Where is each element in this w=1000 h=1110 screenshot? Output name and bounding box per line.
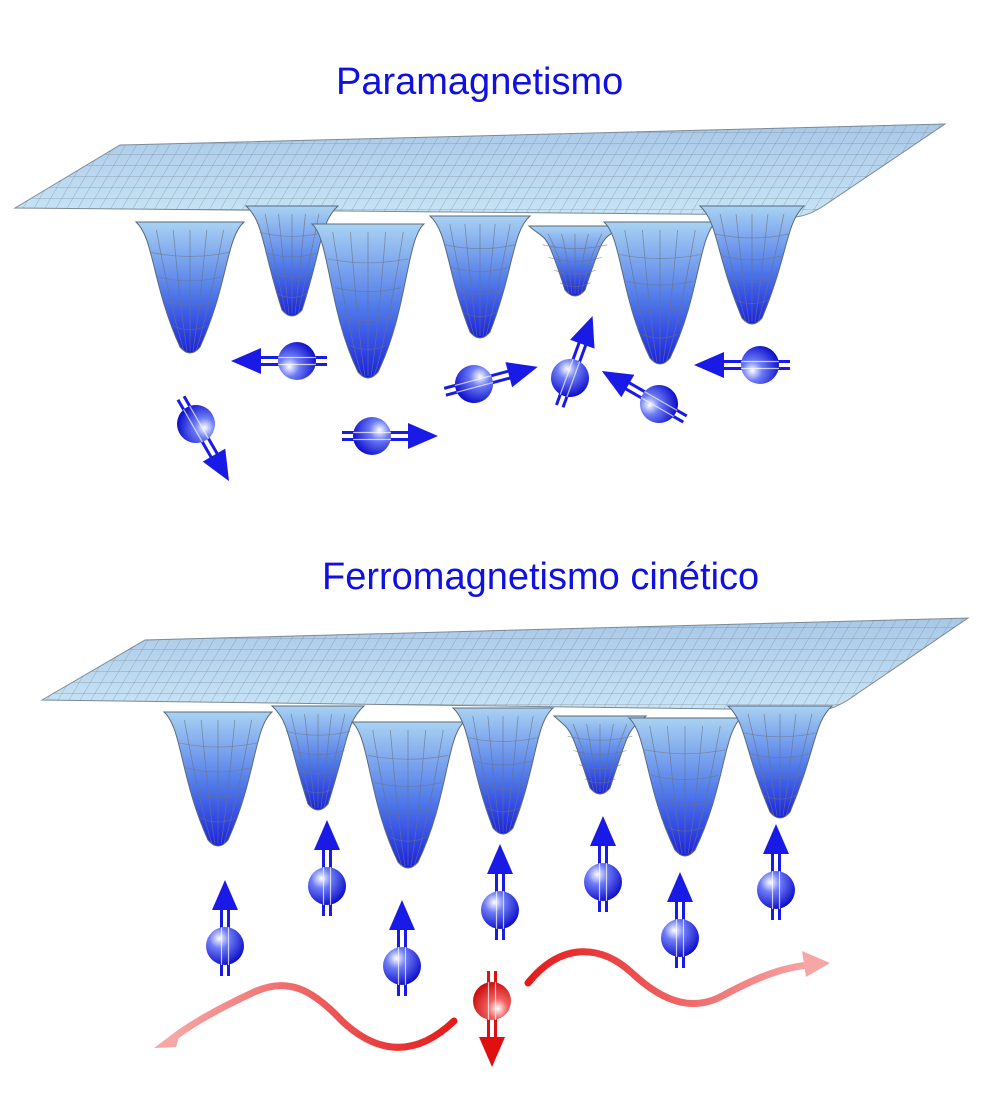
potential-well-3 [310,223,426,379]
potential-well-4 [428,215,532,339]
potential-well-7 [698,205,806,325]
spin-6 [601,371,688,424]
potential-well-5 [552,715,648,795]
potential-well-3 [350,721,466,869]
wave-right [524,948,830,1007]
potential-well-1 [134,221,246,354]
potential-well-6 [602,221,718,365]
potential-well-2 [270,705,366,811]
spin-2 [231,342,327,380]
spin-5 [584,816,622,912]
paramagnetism-title: Paramagnetismo [336,61,624,103]
spin-4 [481,844,519,940]
potential-well-1 [162,711,274,847]
ferromagnetism-title: Ferromagnetismo cinético [322,556,760,598]
spin-6 [661,872,699,968]
lattice-grid [15,124,945,218]
spin-1 [176,395,229,482]
spin-3 [383,900,421,996]
potential-well-5 [527,225,623,297]
spin-1 [206,880,244,976]
ferromagnetism-panel [40,617,970,1067]
spin-5 [551,315,595,408]
spin-7 [694,346,790,384]
potential-well-7 [726,705,834,819]
potential-well-2 [244,205,340,317]
spin-7 [757,824,795,920]
mobile-red-particle [473,971,511,1067]
potential-well-4 [451,707,555,835]
spin-3 [342,417,438,455]
lattice-grid [42,618,968,712]
wave-left [154,982,458,1051]
paramagnetism-panel [13,123,947,482]
spin-2 [308,820,346,916]
potential-well-6 [627,717,743,857]
spin-4 [443,362,538,403]
